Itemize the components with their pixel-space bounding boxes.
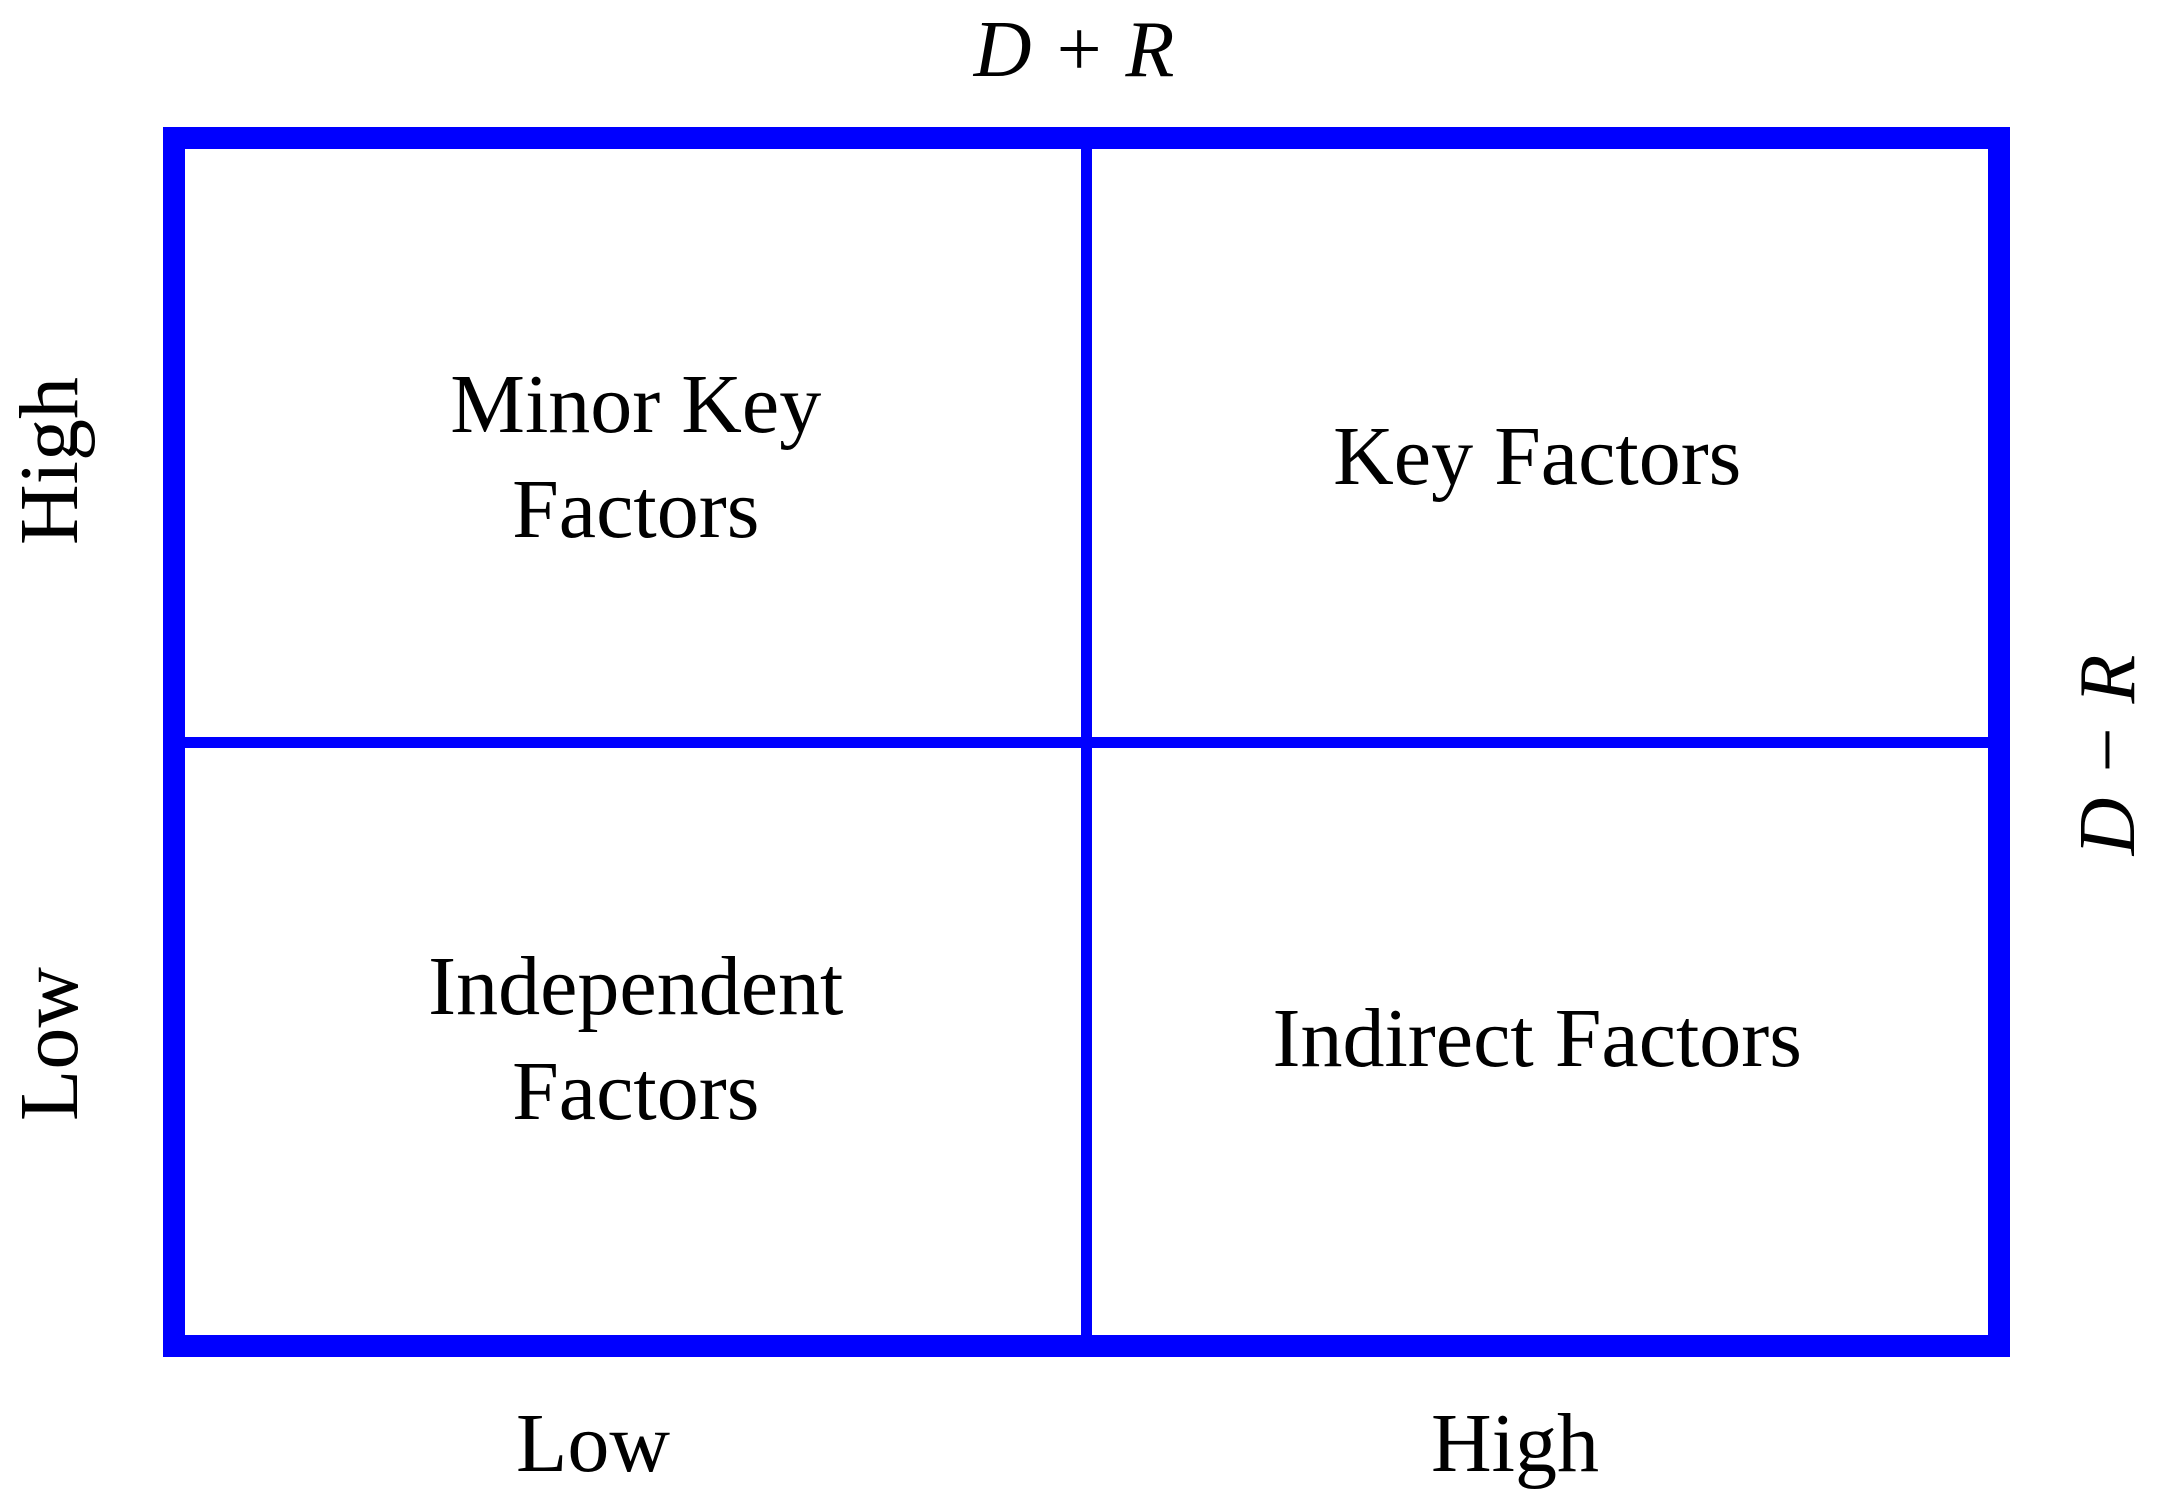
left-axis-tick-high: High — [3, 377, 96, 545]
quadrant-label-line: Independent — [428, 939, 844, 1033]
matrix-box: Minor Key Factors Key Factors Independen… — [163, 127, 2010, 1357]
quadrant-label-line: Factors — [512, 1044, 760, 1138]
right-axis-title: D − R — [2064, 654, 2152, 856]
bottom-axis-tick-low: Low — [516, 1397, 670, 1490]
quadrant-key-factors: Key Factors — [1087, 149, 1989, 742]
top-axis-title: D + R — [973, 6, 1175, 94]
quadrant-label-line: Minor Key — [450, 357, 822, 451]
quadrant-label-line: Key Factors — [1333, 410, 1742, 503]
quadrant-indirect-factors: Indirect Factors — [1087, 742, 1989, 1335]
bottom-axis-tick-high: High — [1431, 1397, 1599, 1490]
horizontal-divider — [185, 736, 1988, 748]
quadrant-label-line: Factors — [512, 462, 760, 556]
left-axis-tick-low: Low — [3, 967, 96, 1121]
quadrant-minor-key-factors: Minor Key Factors — [185, 149, 1087, 742]
quadrant-independent-factors: Independent Factors — [185, 742, 1087, 1335]
quadrant-label-line: Indirect Factors — [1272, 992, 1802, 1085]
